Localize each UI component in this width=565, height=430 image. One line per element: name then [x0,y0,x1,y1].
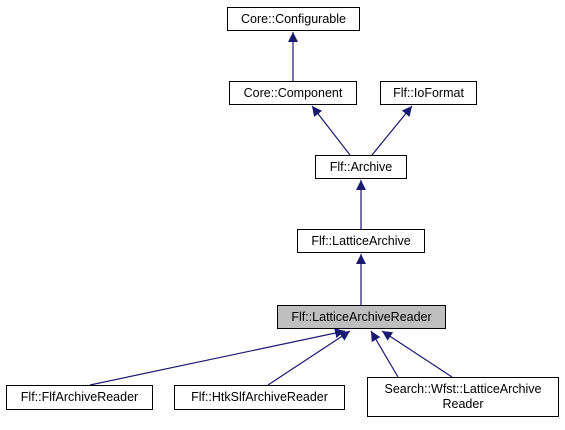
edge-archive-to-component [311,105,351,156]
edge-flfarchivereader-to-reader [89,328,346,386]
node-flf-htkslfarchivereader[interactable]: Flf::HtkSlfArchiveReader [174,385,345,410]
node-flf-archive[interactable]: Flf::Archive [315,155,407,179]
node-core-component[interactable]: Core::Component [229,81,357,105]
node-flf-flfarchivereader[interactable]: Flf::FlfArchiveReader [6,385,153,410]
edge-wfstreader-to-reader-b [381,330,453,378]
node-core-configurable[interactable]: Core::Configurable [227,7,360,31]
node-flf-latticearchive[interactable]: Flf::LatticeArchive [297,229,425,253]
edge-htkslfarchivereader-to-reader [267,330,351,386]
node-flf-latticearchivereader-current: Flf::LatticeArchiveReader [277,305,446,329]
node-label-line-1: Search::Wfst::LatticeArchive [384,382,542,396]
node-search-wfst-latticearchivereader[interactable]: Search::Wfst::LatticeArchive Reader [367,377,559,417]
node-flf-ioformat[interactable]: Flf::IoFormat [380,81,477,105]
edge-wfstreader-to-reader-a [370,330,399,378]
edge-archive-to-ioformat [371,105,413,156]
node-label-line-2: Reader [442,397,484,411]
